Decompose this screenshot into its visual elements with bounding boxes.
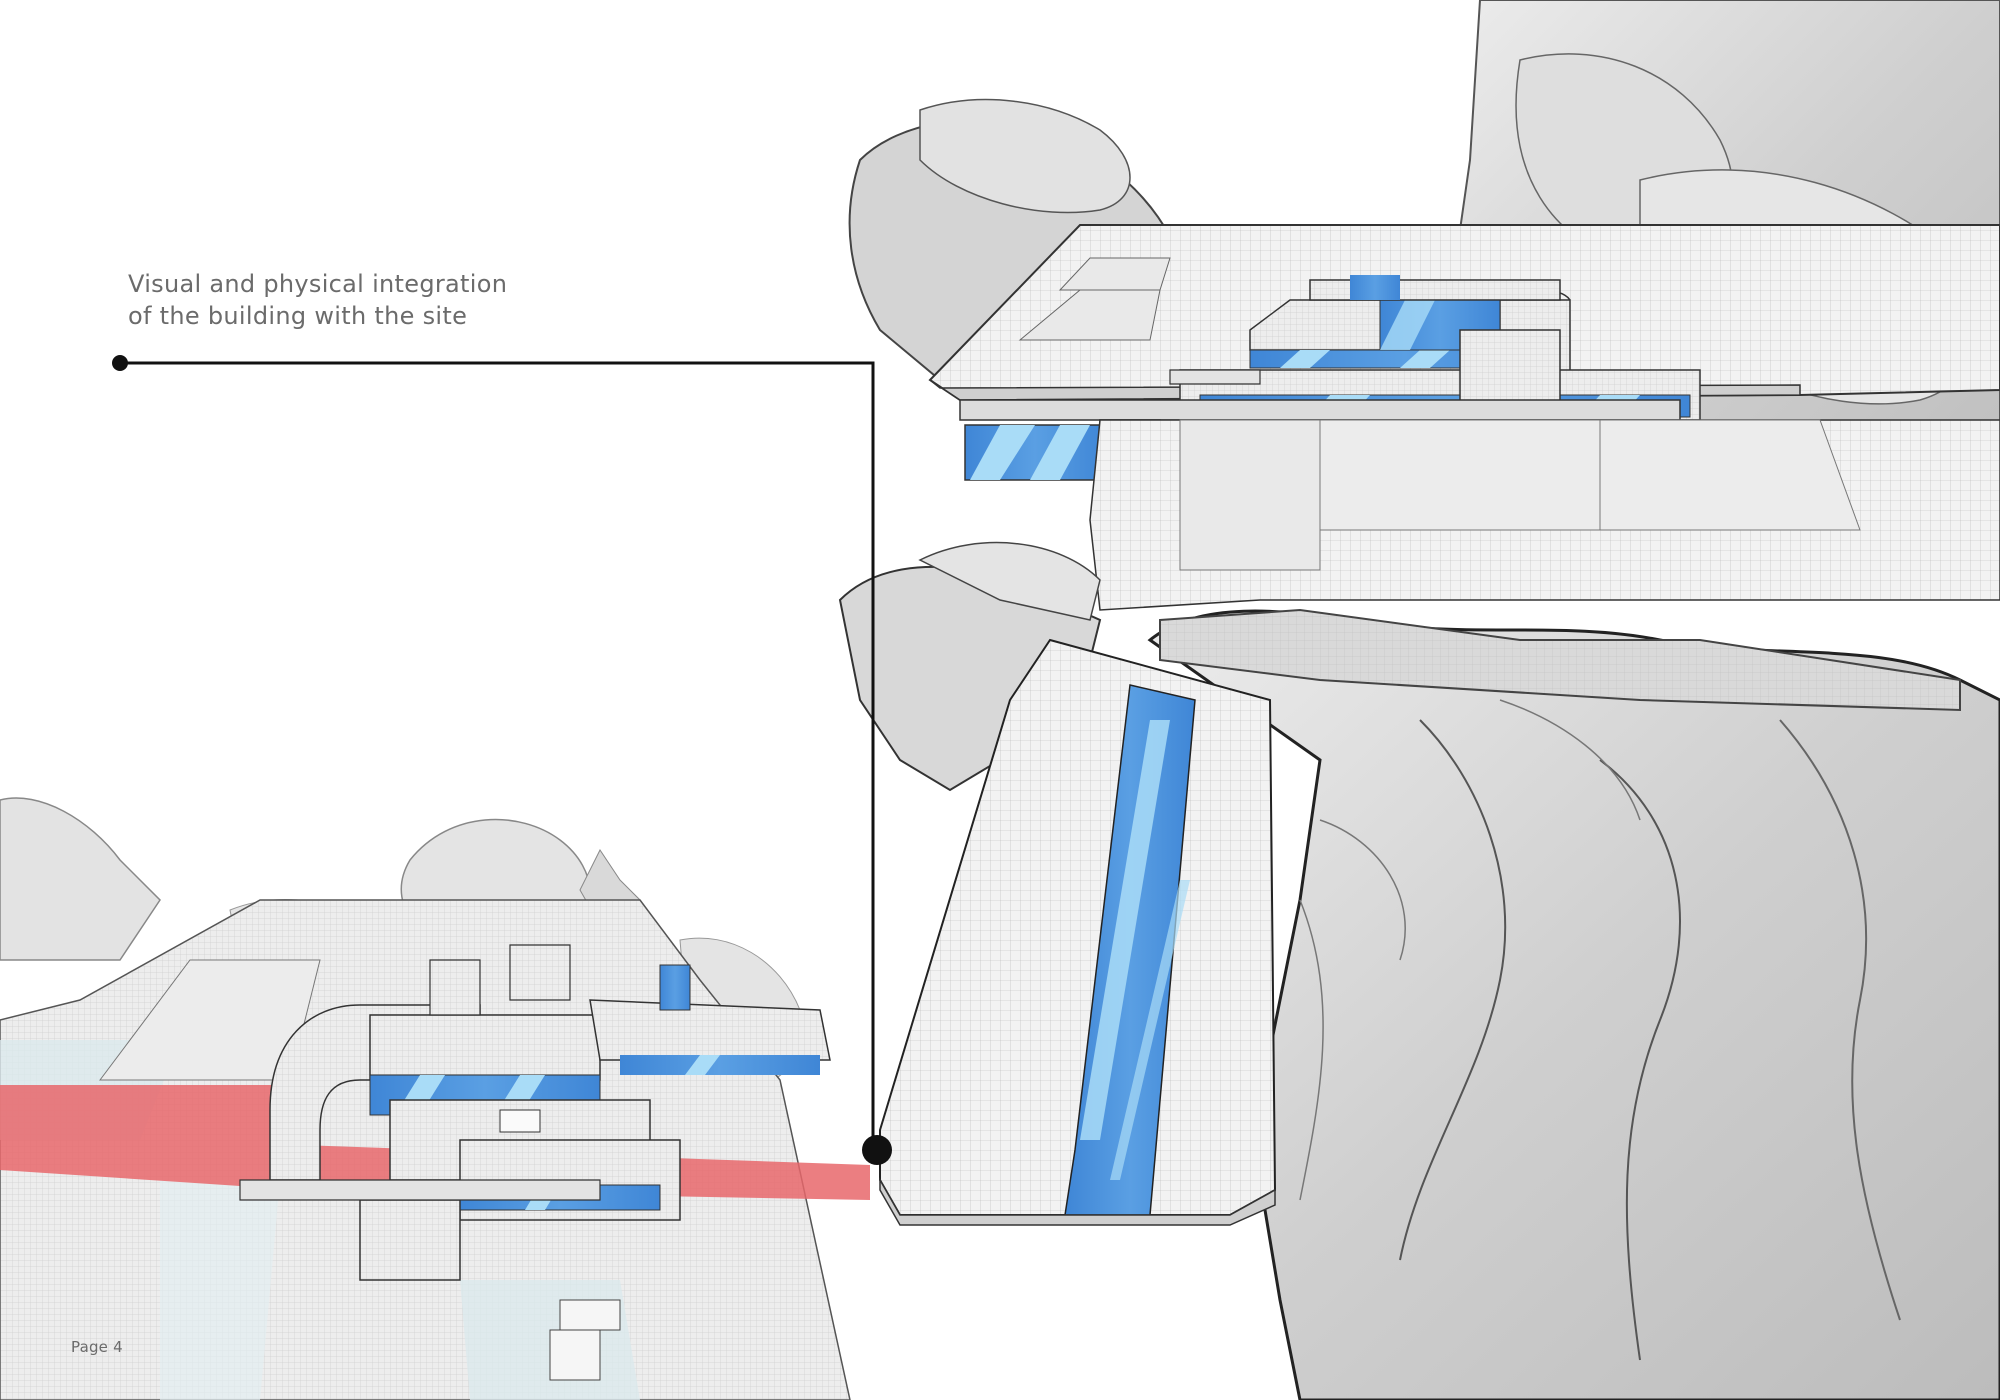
main-cliff: [1147, 609, 2000, 1400]
caption-line-1: Visual and physical integration: [128, 270, 508, 298]
caption: Visual and physical integration of the b…: [128, 268, 648, 332]
caption-line-2: of the building with the site: [128, 302, 468, 330]
page-number: Page 4: [71, 1338, 123, 1356]
